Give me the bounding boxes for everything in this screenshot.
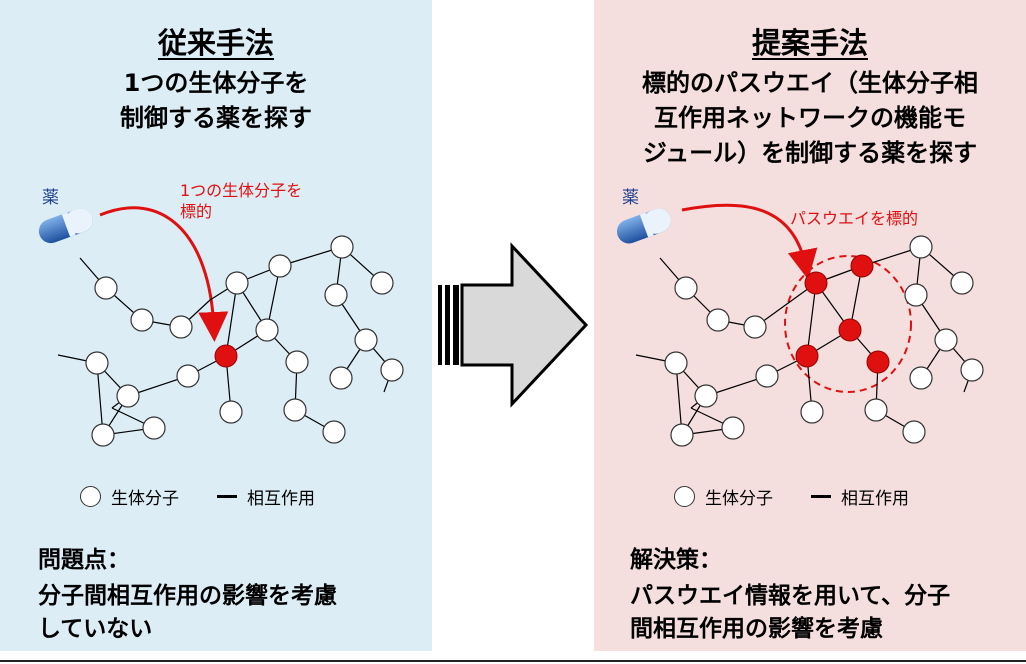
legend: 生体分子 相互作用 xyxy=(674,484,909,509)
pathway-target-nodes xyxy=(795,254,890,374)
pathway-target-label: パスウエイを標的 xyxy=(790,209,919,228)
pathway-boundary xyxy=(784,255,912,393)
edge-legend-icon xyxy=(217,495,237,498)
edge-legend-icon xyxy=(811,495,831,498)
targeting-arrow xyxy=(99,206,229,342)
conventional-title: 従来手法 xyxy=(157,26,274,60)
proposed-title: 提案手法 xyxy=(751,26,868,60)
proposed-description: 標的のパスウエイ（生体分子相 互作用ネットワークの機能モ ジュール）を制御する薬… xyxy=(642,69,978,167)
drug-label: 薬 xyxy=(42,188,59,208)
drug-label: 薬 xyxy=(622,188,639,208)
target-molecule-node xyxy=(214,344,238,368)
proposed-network-diagram xyxy=(616,203,984,447)
drug-capsule-icon xyxy=(616,208,672,244)
bottom-divider xyxy=(0,660,1026,662)
targeting-arrow xyxy=(681,203,818,280)
drug-capsule-icon xyxy=(38,208,93,244)
solution-heading: 解決策： xyxy=(630,547,722,573)
single-target-label: 1つの生体分子を 標的 xyxy=(180,181,303,221)
conventional-method-panel: 従来手法 1つの生体分子を 制御する薬を探す 薬 1つの生体分子を 標的 xyxy=(0,0,432,651)
node-legend-icon xyxy=(674,486,695,507)
issue-text: 分子間相互作用の影響を考慮 していない xyxy=(38,583,337,642)
molecule-nodes xyxy=(664,235,984,447)
node-legend-icon xyxy=(80,486,101,507)
transition-arrow xyxy=(438,242,589,408)
solution-text: パスウエイ情報を用いて、分子 間相互作用の影響を考慮 xyxy=(630,583,951,642)
conventional-network-diagram xyxy=(38,206,404,447)
conventional-description: 1つの生体分子を 制御する薬を探す xyxy=(120,69,312,132)
legend: 生体分子 相互作用 xyxy=(80,484,315,509)
issue-heading: 問題点： xyxy=(38,547,130,573)
molecule-nodes xyxy=(85,235,404,447)
proposed-method-panel: 提案手法 標的のパスウエイ（生体分子相 互作用ネットワークの機能モ ジュール）を… xyxy=(594,0,1026,651)
